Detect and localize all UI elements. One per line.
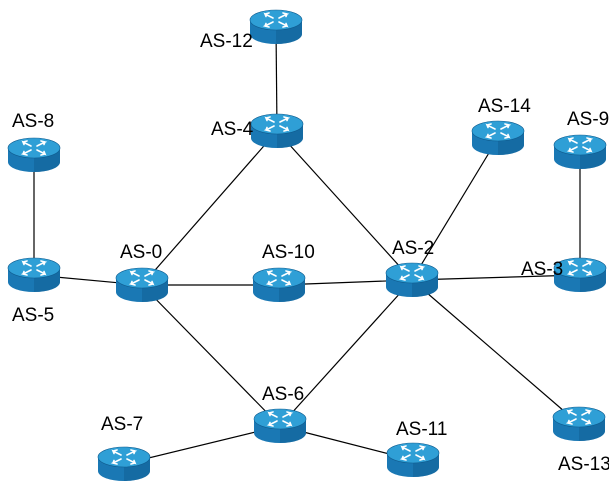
router-icon	[7, 257, 61, 292]
node-as-5: AS-5	[7, 257, 61, 326]
node-label: AS-12	[200, 31, 253, 52]
link-as-2-as-3	[411, 274, 581, 281]
node-as-14: AS-14	[471, 96, 531, 155]
node-as-12: AS-12	[200, 9, 303, 52]
link-as-4-as-2	[276, 130, 413, 281]
node-as-10: AS-10	[252, 242, 315, 302]
node-label: AS-14	[478, 96, 531, 117]
router-icon	[7, 137, 61, 172]
node-label: AS-11	[396, 419, 447, 440]
node-label: AS-13	[558, 454, 609, 475]
node-label: AS-10	[262, 242, 315, 263]
node-as-6: AS-6	[253, 384, 307, 443]
router-icon	[250, 113, 304, 148]
node-label: AS-7	[101, 414, 143, 435]
node-as-8: AS-8	[7, 111, 61, 172]
router-icon	[553, 257, 607, 292]
link-as-0-as-6	[141, 284, 281, 427]
node-label: AS-3	[521, 259, 563, 280]
node-as-13: AS-13	[552, 406, 609, 475]
link-as-12-as-4	[275, 26, 278, 132]
node-as-7: AS-7	[97, 414, 151, 481]
link-as-4-as-0	[141, 130, 278, 286]
node-label: AS-4	[211, 119, 254, 140]
router-icon	[252, 267, 306, 302]
link-as-2-as-14	[411, 137, 499, 281]
node-label: AS-0	[120, 242, 162, 263]
link-as-2-as-6	[279, 279, 413, 427]
node-as-9: AS-9	[553, 109, 609, 169]
router-icon	[471, 120, 525, 155]
router-icon	[249, 9, 303, 44]
router-icon	[253, 408, 307, 443]
router-icon	[552, 406, 606, 441]
node-label: AS-5	[12, 305, 54, 326]
router-icon	[553, 134, 607, 169]
router-icon	[385, 262, 439, 297]
node-label: AS-2	[392, 238, 434, 259]
node-label: AS-9	[567, 109, 609, 130]
node-label: AS-8	[12, 111, 54, 132]
node-as-2: AS-2	[385, 238, 439, 297]
node-as-11: AS-11	[386, 419, 447, 477]
node-as-0: AS-0	[115, 242, 169, 302]
router-icon	[97, 446, 151, 481]
node-as-3: AS-3	[521, 257, 607, 292]
link-as-2-as-13	[411, 279, 580, 425]
node-as-4: AS-4	[211, 113, 304, 148]
node-label: AS-6	[262, 384, 304, 405]
router-icon	[386, 442, 440, 477]
router-icon	[115, 267, 169, 302]
